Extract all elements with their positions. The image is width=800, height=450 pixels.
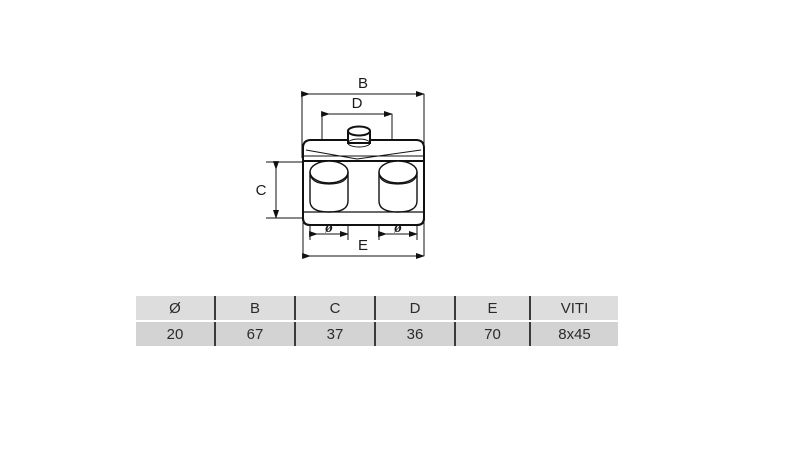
- table-header-e: E: [455, 296, 531, 320]
- specification-table: Ø B C D E VITI 20 67 37 36 70 8x45: [136, 296, 618, 346]
- table-cell-b: 67: [215, 322, 296, 346]
- base-plate: [302, 211, 425, 226]
- table-cell-diameter: 20: [136, 322, 216, 346]
- table-cell-viti: 8x45: [530, 322, 618, 346]
- dimension-label-diameter-left: ø: [324, 220, 333, 236]
- clamp-body: [302, 125, 425, 226]
- clamp-drawing-svg: B D C E ø ø: [256, 75, 425, 260]
- table-cell-c: 37: [295, 322, 376, 346]
- bore-right: [378, 160, 418, 213]
- cap-fold-lines: [303, 149, 424, 160]
- top-boss: [347, 125, 371, 148]
- table-header-c: C: [295, 296, 376, 320]
- table-header-b: B: [215, 296, 296, 320]
- table-cell-d: 36: [375, 322, 456, 346]
- table-header-diameter: Ø: [136, 296, 216, 320]
- technical-drawing: B D C E ø ø: [240, 60, 500, 280]
- dimension-label-e: E: [358, 237, 368, 254]
- dimension-label-d: D: [352, 95, 363, 112]
- table-header-d: D: [375, 296, 456, 320]
- table-header-viti: VITI: [530, 296, 618, 320]
- table-row: 20 67 37 36 70 8x45: [136, 322, 618, 346]
- table-header-row: Ø B C D E VITI: [136, 296, 618, 320]
- dimension-label-diameter-right: ø: [393, 220, 402, 236]
- bore-left: [309, 160, 349, 213]
- table-row-separator: [136, 320, 618, 322]
- dimension-label-c: C: [256, 182, 267, 199]
- dimension-label-b: B: [358, 75, 368, 92]
- dimension-lines: [272, 90, 425, 260]
- table-cell-e: 70: [455, 322, 531, 346]
